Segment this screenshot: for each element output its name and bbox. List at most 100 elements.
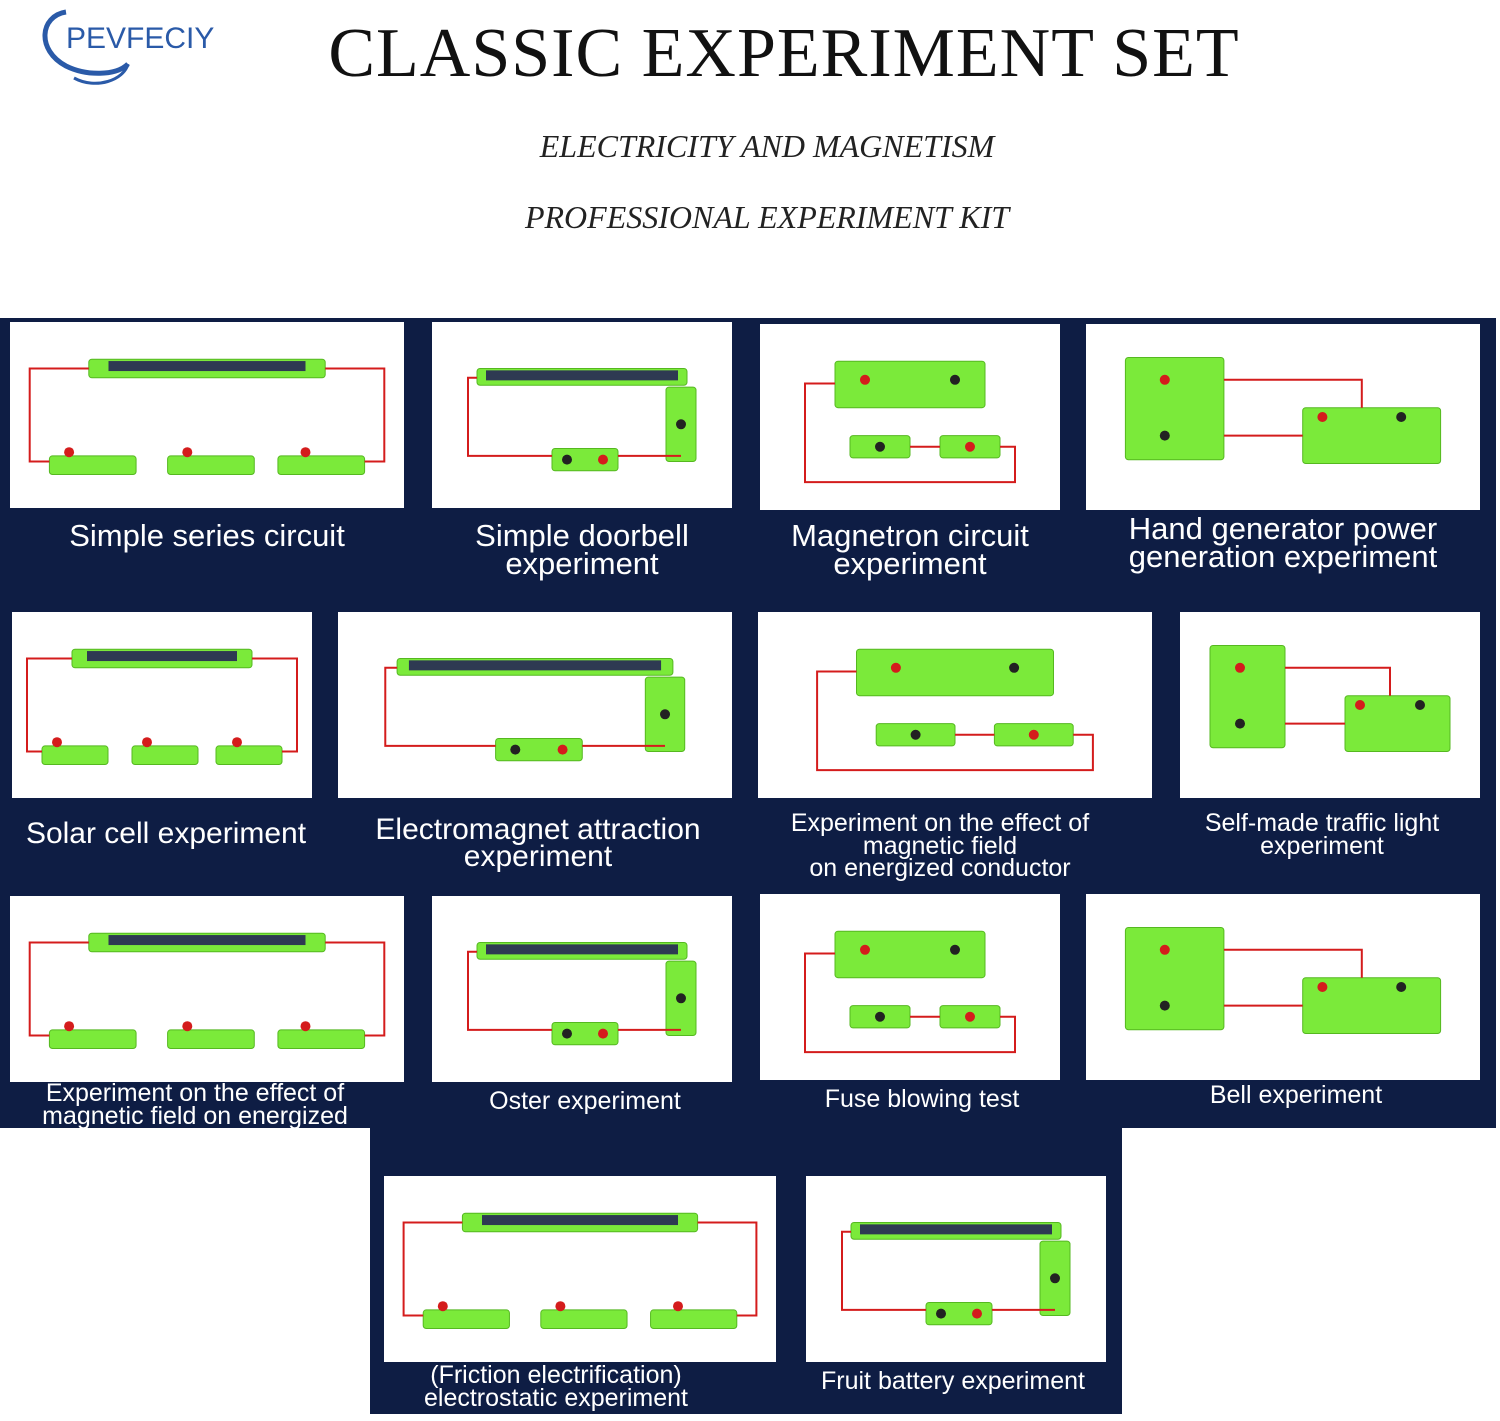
terminal (598, 1028, 608, 1039)
battery (860, 1224, 1052, 1235)
terminal (1028, 729, 1039, 740)
component-board (834, 930, 986, 979)
caption-line: Electromagnet attraction (375, 813, 701, 846)
terminal (910, 729, 921, 740)
caption-line: experiment (505, 545, 659, 581)
experiment-illustration (467, 942, 697, 1046)
terminal (510, 744, 521, 755)
experiment-image-14 (806, 1176, 1106, 1362)
experiment-image-12 (1086, 894, 1480, 1080)
wire (402, 1221, 463, 1317)
terminal (965, 441, 975, 452)
experiment-illustration (402, 1212, 758, 1330)
terminal (437, 1301, 448, 1312)
subtitle-electricity: ELECTRICITY AND MAGNETISM (539, 128, 995, 164)
experiment-image-1 (10, 322, 404, 508)
terminal (950, 944, 960, 955)
component-board (1124, 926, 1225, 1031)
caption-line: Simple doorbell (475, 518, 689, 553)
wire (467, 950, 552, 1031)
caption-line: magnetic field on energized (42, 1101, 348, 1130)
wire (467, 376, 552, 457)
experiment-illustration (804, 360, 1016, 484)
terminal (875, 441, 885, 452)
experiment-image-3 (760, 324, 1060, 510)
wire (804, 952, 1016, 1054)
caption-line: Fuse blowing test (824, 1085, 1020, 1113)
terminal (676, 993, 686, 1004)
caption-line: Bell experiment (1209, 1081, 1383, 1109)
terminal (1235, 662, 1245, 673)
caption-line: Oster experiment (489, 1087, 681, 1115)
experiment-illustration (1124, 356, 1442, 464)
kit-board (551, 1021, 619, 1046)
terminal (1009, 662, 1020, 673)
logo-text: PEVFECIY (66, 22, 215, 55)
caption-line: Experiment on the effect of (790, 809, 1090, 837)
terminal (598, 454, 608, 465)
terminal (1355, 700, 1365, 710)
experiment-illustration (467, 368, 697, 472)
battery (482, 1215, 678, 1226)
kit-board (131, 745, 199, 766)
terminal (965, 1011, 975, 1022)
brand-logo: PEVFECIY (36, 6, 236, 90)
experiment-illustration (816, 648, 1094, 772)
component-board (1209, 644, 1286, 749)
terminal (1159, 430, 1170, 441)
caption-line: Magnetron circuit (791, 518, 1029, 553)
kit-board (277, 1029, 366, 1050)
experiment-image-9 (10, 896, 404, 1082)
terminal (52, 737, 62, 748)
terminal (142, 737, 152, 748)
wire (1223, 378, 1363, 408)
terminal (1396, 982, 1407, 992)
wire (325, 367, 386, 463)
wire (816, 670, 1094, 772)
caption-line: Hand generator power (1128, 511, 1438, 546)
experiment-caption-12: Bell experiment (1086, 1081, 1500, 1120)
terminal (182, 447, 193, 458)
kit-board (925, 1301, 993, 1326)
experiment-caption-14: Fruit battery experiment (806, 1369, 1100, 1406)
terminal (860, 944, 870, 955)
experiment-caption-1: Simple series circuit (10, 518, 404, 562)
wire (325, 941, 386, 1037)
terminal (1317, 982, 1328, 992)
terminal (860, 374, 870, 385)
wire (1285, 666, 1391, 696)
wire (384, 666, 496, 747)
caption-line: Simple series circuit (69, 518, 345, 553)
terminal (1159, 1000, 1170, 1011)
battery (108, 361, 306, 372)
battery (108, 935, 306, 946)
kit-board (167, 455, 255, 476)
caption-line: Self-made traffic light (1204, 809, 1440, 837)
kit-board (48, 1029, 137, 1050)
caption-line: experiment (1260, 831, 1384, 860)
terminal (557, 744, 568, 755)
component-board (834, 360, 986, 409)
experiment-illustration (26, 648, 298, 766)
kit-board (167, 1029, 255, 1050)
experiment-illustration (28, 358, 386, 476)
terminal (660, 709, 671, 720)
experiment-image-11 (760, 894, 1060, 1080)
battery (486, 370, 678, 381)
caption-line: generation experiment (1128, 538, 1438, 574)
terminal (562, 1028, 572, 1039)
caption-line: magnetic field (862, 831, 1018, 860)
terminal (1050, 1273, 1060, 1284)
caption-line: on energized conductor (809, 854, 1071, 882)
terminal (64, 447, 75, 458)
wire (841, 1230, 926, 1311)
battery (408, 660, 662, 671)
caption-line: experiment (833, 545, 987, 581)
kit-board (41, 745, 109, 766)
